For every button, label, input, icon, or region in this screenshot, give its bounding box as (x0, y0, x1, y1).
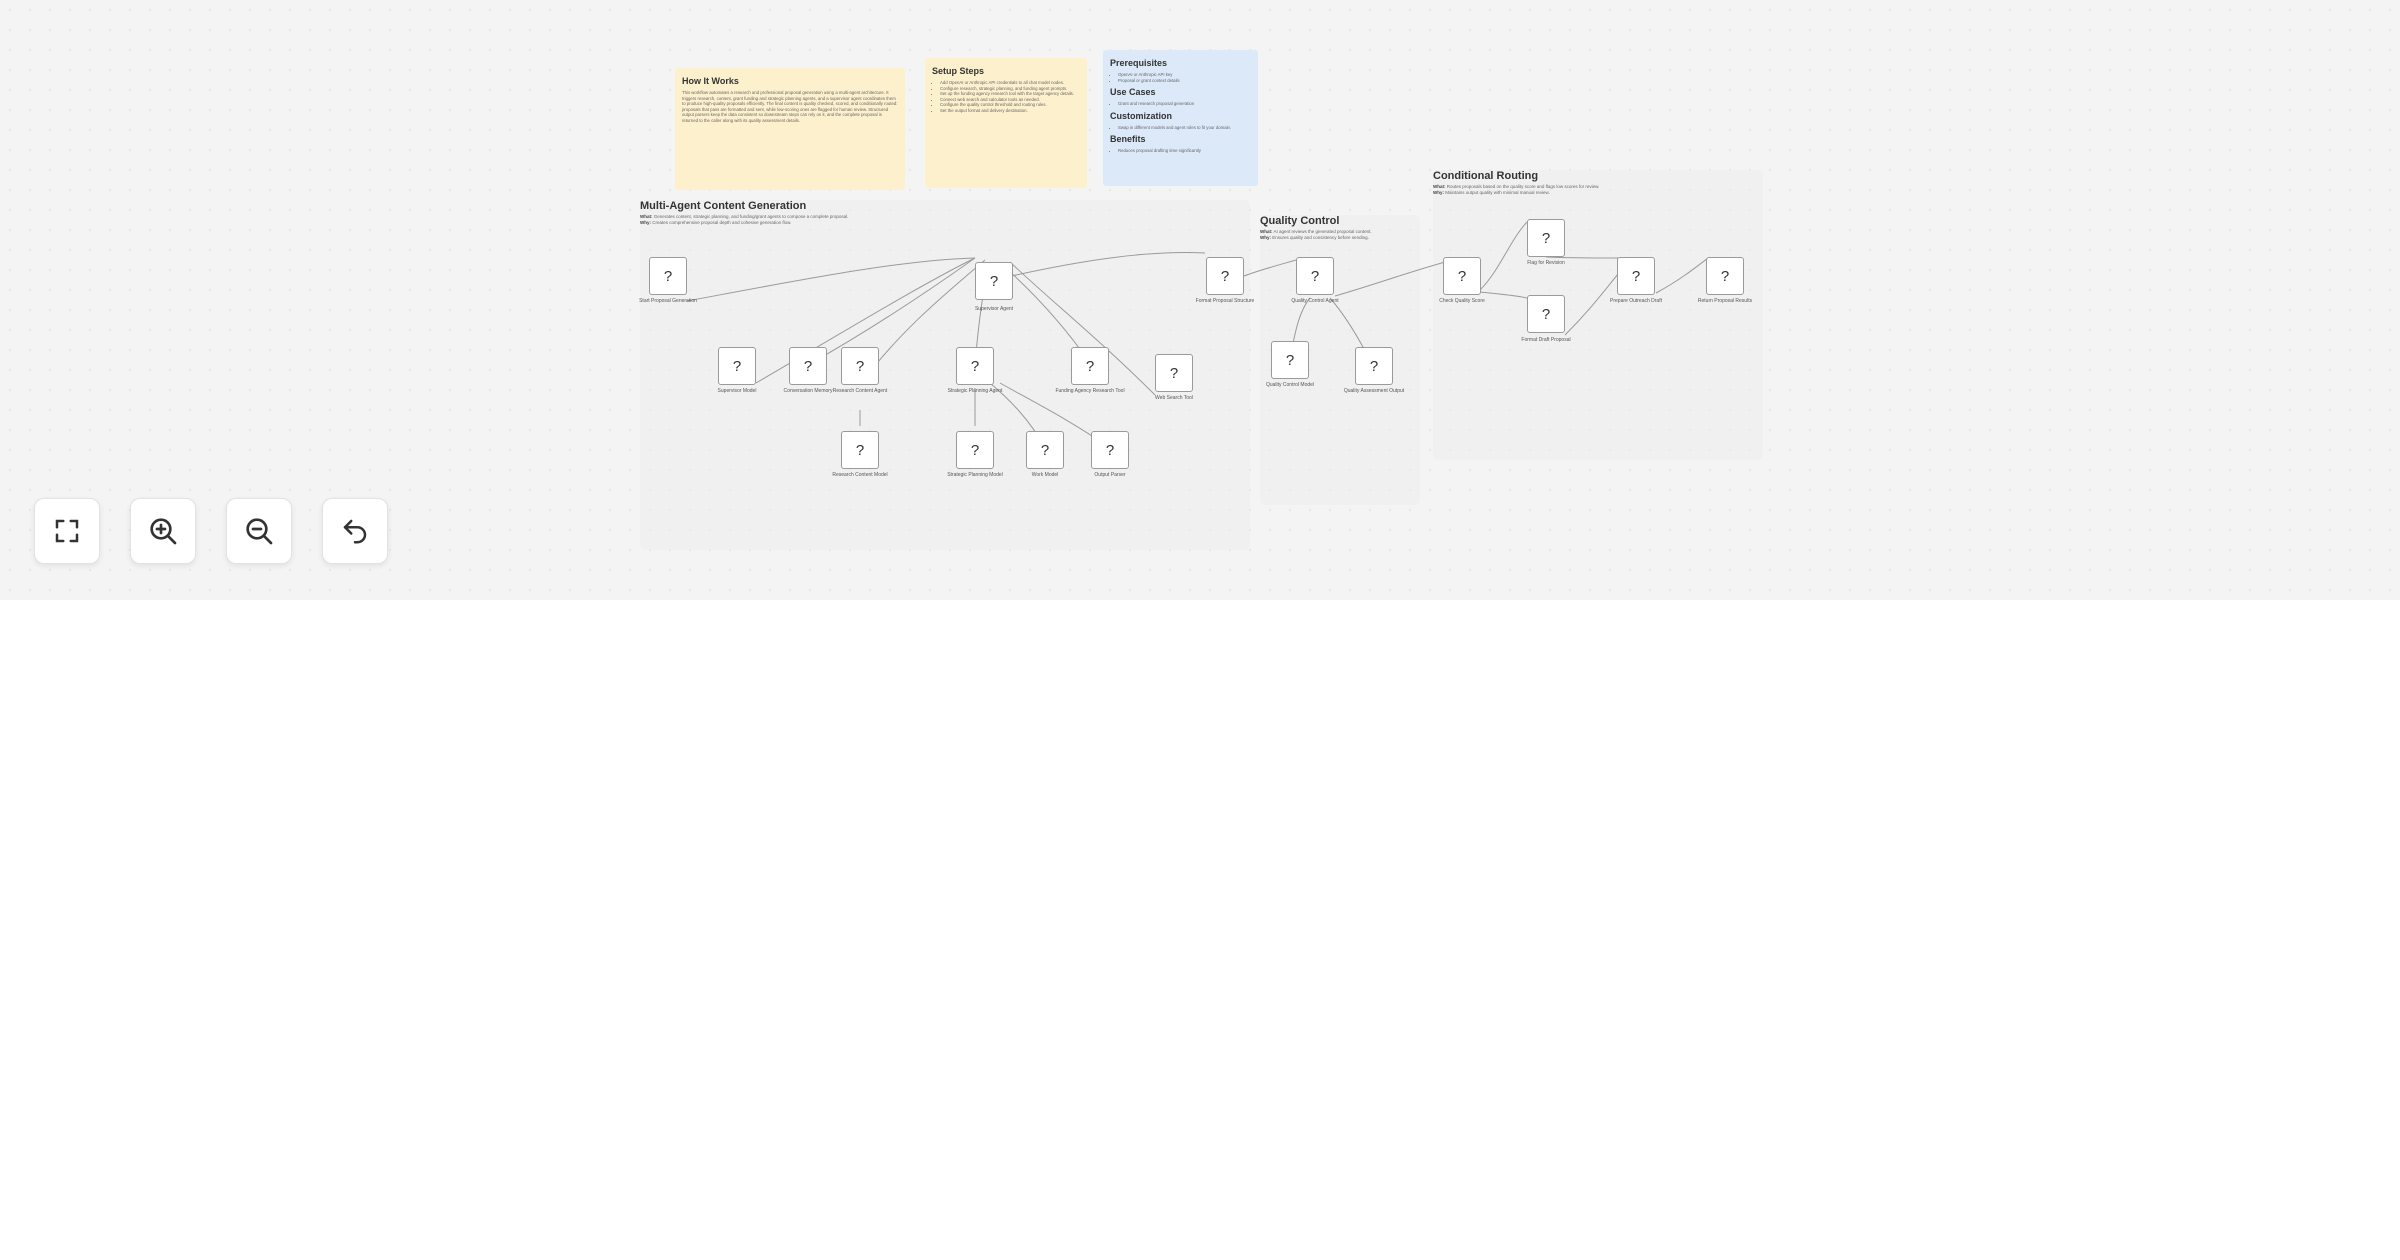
node-label: Start Proposal Generation (639, 298, 697, 304)
node-start-proposal-generation[interactable]: ? (649, 257, 687, 295)
node-glyph: ? (1105, 441, 1115, 459)
zoom-out-icon (246, 518, 273, 545)
fit-view-button[interactable] (34, 498, 100, 564)
node-quality-control-model[interactable]: ? (1271, 341, 1309, 379)
undo-button[interactable] (322, 498, 388, 564)
node-label: Web Search Tool (1155, 395, 1193, 401)
workflow-canvas[interactable]: Multi-Agent Content Generation What: Gen… (0, 0, 2400, 600)
node-glyph: ? (970, 441, 980, 459)
node-glyph: ? (970, 357, 980, 375)
zoom-out-button[interactable] (226, 498, 292, 564)
node-label: Quality Control Model (1265, 382, 1315, 388)
node-format-draft-proposal[interactable]: ? (1527, 295, 1565, 333)
node-glyph: ? (1310, 267, 1320, 285)
sticky-setup-steps[interactable]: Setup Steps Add OpenAI or Anthropic API … (925, 58, 1087, 188)
node-glyph: ? (1720, 267, 1730, 285)
node-label: Strategic Planning Agent (947, 388, 1003, 394)
sticky-title: Setup Steps (932, 66, 985, 76)
node-glyph: ? (1220, 267, 1230, 285)
node-output-parser[interactable]: ? (1091, 431, 1129, 469)
node-label: Supervisor Model (717, 388, 757, 394)
node-label: Return Proposal Results (1697, 298, 1753, 304)
group-description: What: AI agent reviews the generated pro… (1260, 229, 1372, 240)
node-web-search-tool[interactable]: ? (1155, 354, 1193, 392)
group-title: Multi-Agent Content Generation (640, 200, 807, 212)
node-label: Supervisor Agent (974, 306, 1014, 312)
group-title: Conditional Routing (1433, 170, 1539, 182)
group-title: Quality Control (1260, 215, 1340, 227)
zoom-in-icon (150, 518, 177, 545)
node-glyph: ? (989, 272, 999, 290)
use-cases-title: Use Cases (1110, 87, 1156, 98)
node-label: Output Parser (1094, 472, 1126, 478)
node-label: Research Content Agent (832, 388, 888, 394)
fit-view-icon (55, 519, 79, 543)
node-label: Prepare Outreach Draft (1610, 298, 1662, 304)
node-research-content-agent[interactable]: ? (841, 347, 879, 385)
node-quality-assessment-output[interactable]: ? (1355, 347, 1393, 385)
node-label: Quality Assessment Output (1343, 388, 1405, 394)
node-glyph: ? (1169, 364, 1179, 382)
benefits-title: Benefits (1110, 134, 1146, 145)
node-funding-agency-research-tool[interactable]: ? (1071, 347, 1109, 385)
node-strategic-planning-agent[interactable]: ? (956, 347, 994, 385)
node-label: Conversation Memory (783, 388, 833, 394)
sticky-body: This workflow automates a research and p… (682, 90, 898, 123)
undo-icon (343, 519, 367, 544)
node-glyph: ? (1541, 305, 1551, 323)
node-strategic-planning-model[interactable]: ? (956, 431, 994, 469)
node-glyph: ? (1285, 351, 1295, 369)
node-quality-control-agent[interactable]: ? (1296, 257, 1334, 295)
node-glyph: ? (1631, 267, 1641, 285)
node-check-quality-score[interactable]: ? (1443, 257, 1481, 295)
node-label: Flag for Revision (1527, 260, 1565, 266)
node-work-model[interactable]: ? (1026, 431, 1064, 469)
node-label: Check Quality Score (1439, 298, 1485, 304)
sticky-title: How It Works (682, 76, 739, 86)
node-prepare-outreach-draft[interactable]: ? (1617, 257, 1655, 295)
prerequisites-title: Prerequisites (1110, 58, 1168, 68)
node-conversation-memory[interactable]: ? (789, 347, 827, 385)
node-supervisor-agent[interactable]: ? (975, 262, 1013, 300)
node-glyph: ? (803, 357, 813, 375)
node-glyph: ? (1085, 357, 1095, 375)
sticky-prerequisites[interactable]: Prerequisites OpenAI or Anthropic API ke… (1103, 50, 1258, 186)
node-flag-for-revision[interactable]: ? (1527, 219, 1565, 257)
node-glyph: ? (1541, 229, 1551, 247)
node-label: Funding Agency Research Tool (1055, 388, 1125, 394)
zoom-in-button[interactable] (130, 498, 196, 564)
node-glyph: ? (855, 357, 865, 375)
customization-title: Customization (1110, 110, 1172, 121)
node-glyph: ? (1457, 267, 1467, 285)
node-supervisor-model[interactable]: ? (718, 347, 756, 385)
group-conditional-routing: Conditional Routing What: Routes proposa… (1433, 170, 1763, 460)
node-glyph: ? (663, 267, 673, 285)
node-label: Strategic Planning Model (947, 472, 1003, 478)
node-glyph: ? (855, 441, 865, 459)
group-description: What: Routes proposals based on the qual… (1433, 184, 1600, 195)
node-label: Quality Control Agent (1291, 298, 1339, 304)
setup-steps-list: Add OpenAI or Anthropic API credentials … (932, 80, 1080, 114)
group-description: What: Generates content, strategic plann… (640, 214, 849, 225)
node-label: Research Content Model (832, 472, 888, 478)
node-return-proposal-results[interactable]: ? (1706, 257, 1744, 295)
sticky-how-it-works[interactable]: How It Works This workflow automates a r… (675, 68, 905, 190)
node-label: Format Proposal Structure (1195, 298, 1255, 304)
node-label: Format Draft Proposal (1521, 337, 1571, 343)
node-label: Work Model (1031, 472, 1059, 478)
node-glyph: ? (1040, 441, 1050, 459)
node-glyph: ? (1369, 357, 1379, 375)
node-research-content-model[interactable]: ? (841, 431, 879, 469)
node-glyph: ? (732, 357, 742, 375)
node-format-proposal-structure[interactable]: ? (1206, 257, 1244, 295)
